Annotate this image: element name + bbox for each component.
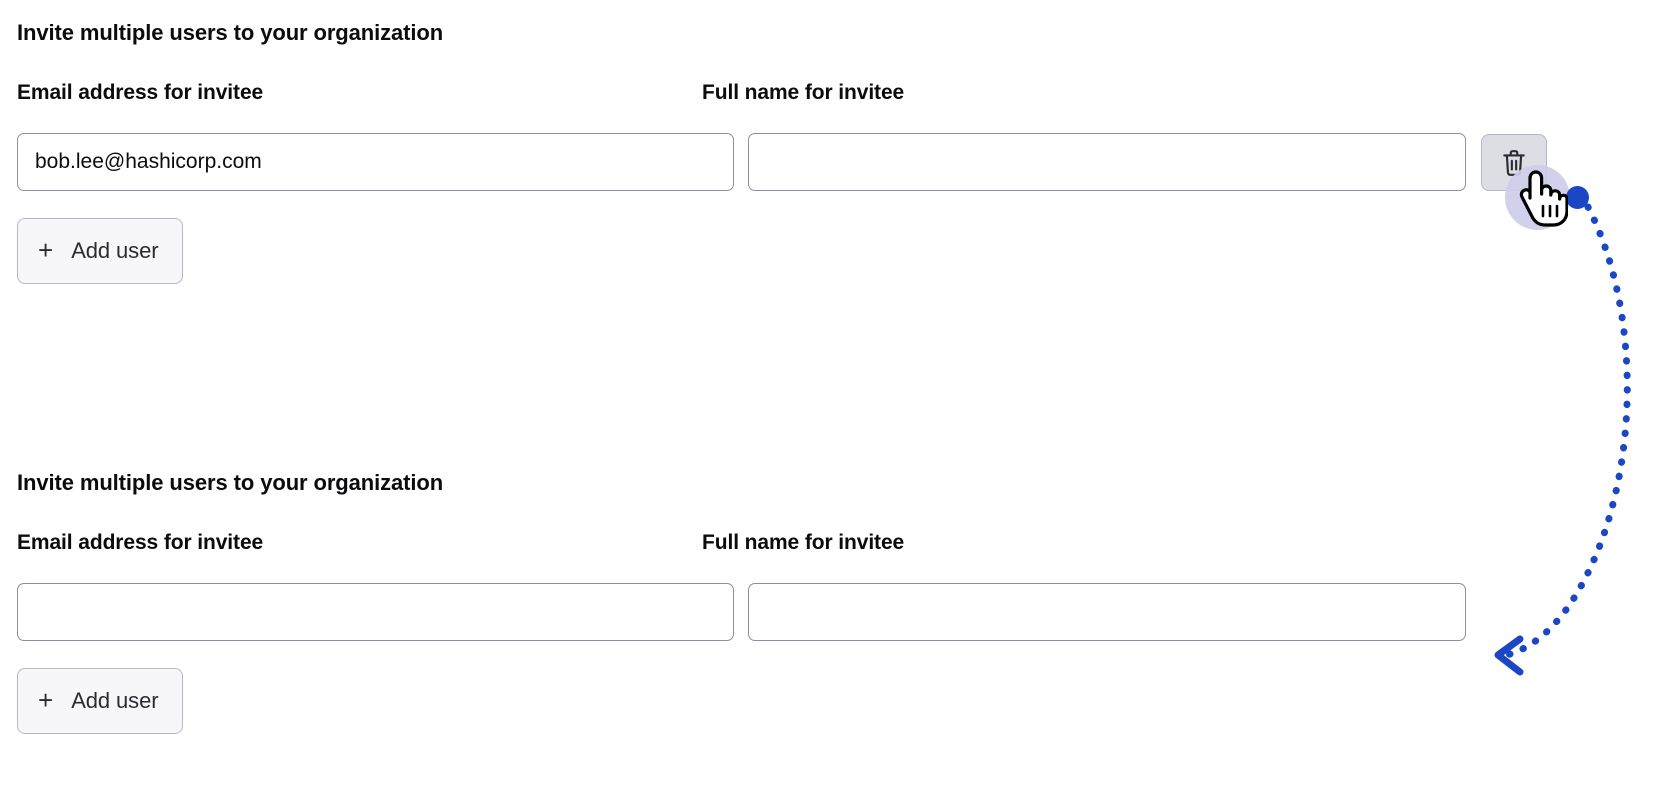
delete-user-row-button[interactable] bbox=[1481, 134, 1547, 191]
name-input[interactable] bbox=[748, 133, 1466, 191]
page-title: Invite multiple users to your organizati… bbox=[17, 20, 444, 45]
add-user-button-label-2: Add user bbox=[71, 688, 159, 713]
email-input[interactable] bbox=[17, 133, 734, 191]
email-field-label-2: Email address for invitee bbox=[17, 531, 264, 554]
name-field-label: Full name for invitee bbox=[702, 81, 905, 104]
plus-icon-2: + bbox=[38, 685, 54, 715]
plus-icon: + bbox=[38, 235, 54, 265]
name-input-2[interactable] bbox=[748, 583, 1466, 641]
email-input-2[interactable] bbox=[17, 583, 734, 641]
add-user-button[interactable]: + Add user bbox=[17, 218, 184, 284]
name-field-label-2: Full name for invitee bbox=[702, 531, 905, 554]
action-start-dot bbox=[1566, 186, 1589, 209]
page-title-2: Invite multiple users to your organizati… bbox=[17, 470, 444, 495]
trash-icon bbox=[1501, 149, 1527, 177]
email-field-label: Email address for invitee bbox=[17, 81, 264, 104]
add-user-button-label: Add user bbox=[71, 238, 159, 263]
add-user-button-2[interactable]: + Add user bbox=[17, 668, 184, 734]
